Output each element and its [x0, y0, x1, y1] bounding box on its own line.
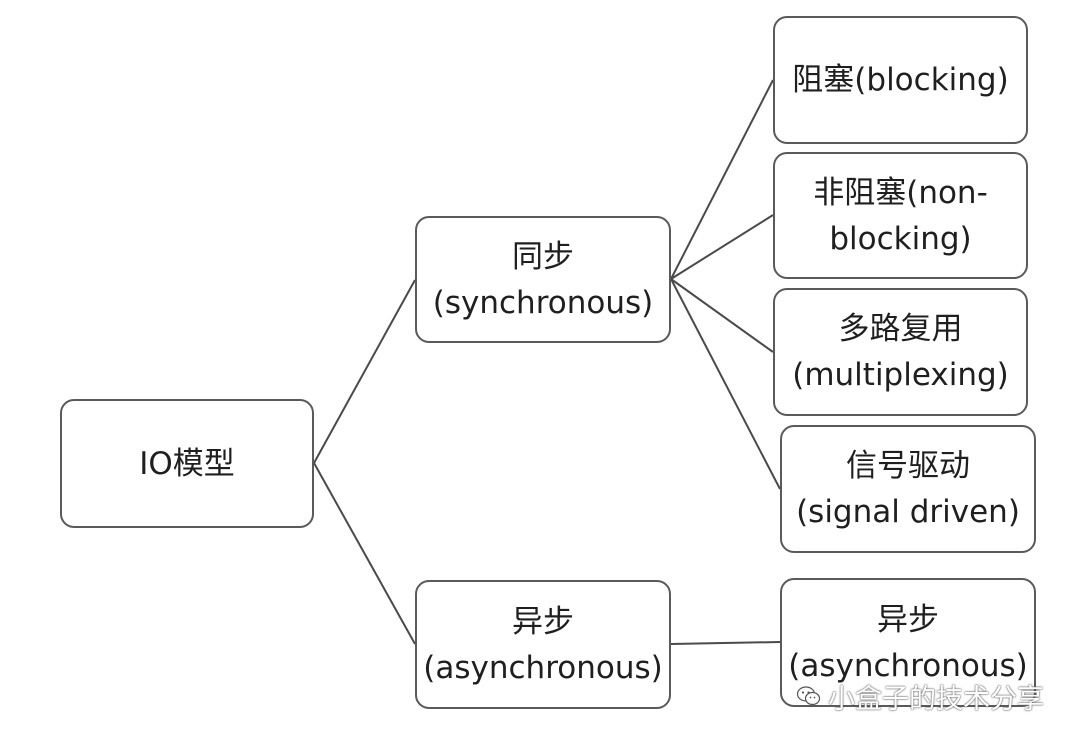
- node-async-io-en: (asynchronous): [788, 647, 1028, 684]
- node-blocking: 阻塞(blocking): [773, 16, 1028, 144]
- node-blocking-label: 阻塞(blocking): [792, 62, 1009, 98]
- wechat-icon: [796, 686, 821, 706]
- edge-sync-multiplexing: [670, 278, 774, 353]
- node-signal-driven-en: (signal driven): [796, 494, 1020, 530]
- node-asynchronous-en: (asynchronous): [423, 649, 663, 686]
- node-multiplexing: 多路复用 (multiplexing): [773, 288, 1028, 416]
- edge-root-async: [313, 462, 416, 645]
- node-non-blocking-line1: 非阻塞(non-: [813, 174, 988, 211]
- node-asynchronous: 异步 (asynchronous): [415, 580, 671, 709]
- edge-sync-non-blocking: [670, 214, 774, 280]
- node-io-model-label: IO模型: [139, 445, 235, 482]
- node-synchronous: 同步 (synchronous): [415, 216, 671, 343]
- watermark: 小盒子的技术分享: [796, 676, 1044, 716]
- watermark-text: 小盒子的技术分享: [828, 683, 1044, 715]
- edge-root-sync: [313, 279, 416, 464]
- node-asynchronous-cn: 异步: [512, 603, 574, 640]
- node-synchronous-cn: 同步: [512, 238, 574, 275]
- node-signal-driven-cn: 信号驱动: [846, 448, 970, 484]
- node-non-blocking-line2: blocking): [829, 220, 972, 257]
- edge-sync-signal-driven: [670, 278, 781, 490]
- node-multiplexing-cn: 多路复用: [838, 311, 963, 347]
- node-multiplexing-en: (multiplexing): [792, 357, 1009, 393]
- node-synchronous-en: (synchronous): [432, 284, 654, 321]
- edge-sync-blocking: [670, 79, 774, 280]
- node-async-io: 异步 (asynchronous): [780, 578, 1036, 707]
- node-signal-driven: 信号驱动 (signal driven): [780, 425, 1036, 553]
- node-non-blocking: 非阻塞(non- blocking): [773, 152, 1028, 279]
- edge-async-async-io: [670, 641, 781, 645]
- node-io-model: IO模型: [60, 399, 314, 528]
- node-async-io-cn: 异步: [877, 601, 939, 638]
